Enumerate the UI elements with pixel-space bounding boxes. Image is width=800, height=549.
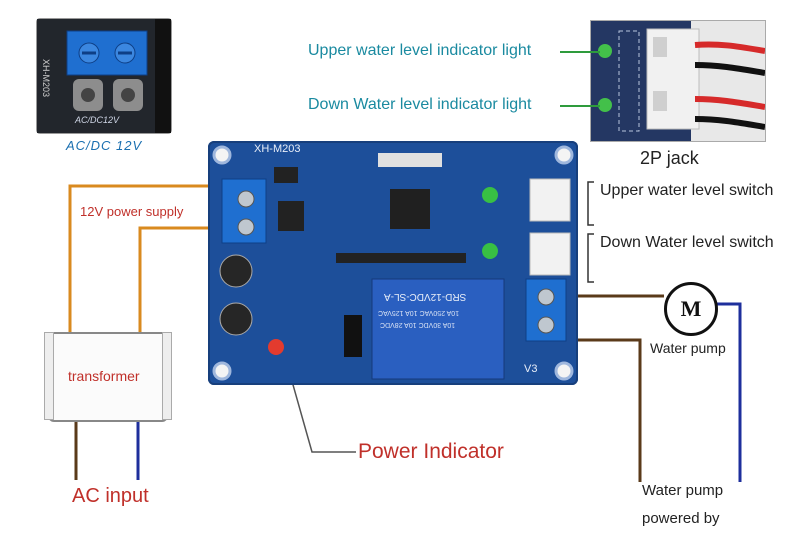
motor-m-label: M bbox=[680, 296, 702, 321]
upper-indicator-light-label: Upper water level indicator light bbox=[308, 42, 532, 59]
relay-rating-1: 10A 250VAC 10A 125VAC bbox=[378, 309, 460, 316]
pcb-graphic bbox=[212, 145, 574, 381]
relay-model-text: SRD-12VDC-SL-A bbox=[384, 291, 467, 302]
relay-rating-2: 10A 30VDC 10A 28VDC bbox=[380, 321, 456, 328]
pump-power-label-line2: powered by bbox=[642, 510, 720, 527]
pump-power-label-line1: Water pump bbox=[642, 482, 724, 499]
ac-input-label: AC input bbox=[72, 485, 149, 507]
board-model-label: XH-M203 bbox=[254, 143, 301, 155]
upper-switch-label: Upper water level switch bbox=[600, 182, 774, 199]
pump-motor-symbol: M bbox=[664, 282, 718, 336]
terminal-closeup-inset: XH-M203 AC/DC12V bbox=[36, 18, 172, 134]
transformer-label: transformer bbox=[68, 368, 140, 384]
jack-caption: 2P jack bbox=[640, 148, 699, 168]
power-indicator-label: Power Indicator bbox=[358, 440, 504, 463]
power-supply-label: 12V power supply bbox=[80, 204, 184, 219]
terminal-closeup-graphic bbox=[37, 19, 171, 133]
pcb-board: XH-M203 SRD-12VDC-SL-A 10A 250VAC 10A 12… bbox=[208, 141, 578, 385]
board-version-label: V3 bbox=[524, 363, 538, 375]
down-indicator-light-label: Down Water level indicator light bbox=[308, 96, 532, 113]
inset-acdc-label: AC/DC12V bbox=[75, 115, 120, 125]
jack-closeup-graphic bbox=[591, 21, 765, 141]
transformer-box: transformer bbox=[44, 332, 172, 422]
down-switch-label: Down Water level switch bbox=[600, 234, 774, 251]
water-pump-label: Water pump bbox=[650, 340, 726, 356]
jack-closeup-inset bbox=[590, 20, 766, 142]
acdc-caption: AC/DC 12V bbox=[66, 138, 143, 153]
